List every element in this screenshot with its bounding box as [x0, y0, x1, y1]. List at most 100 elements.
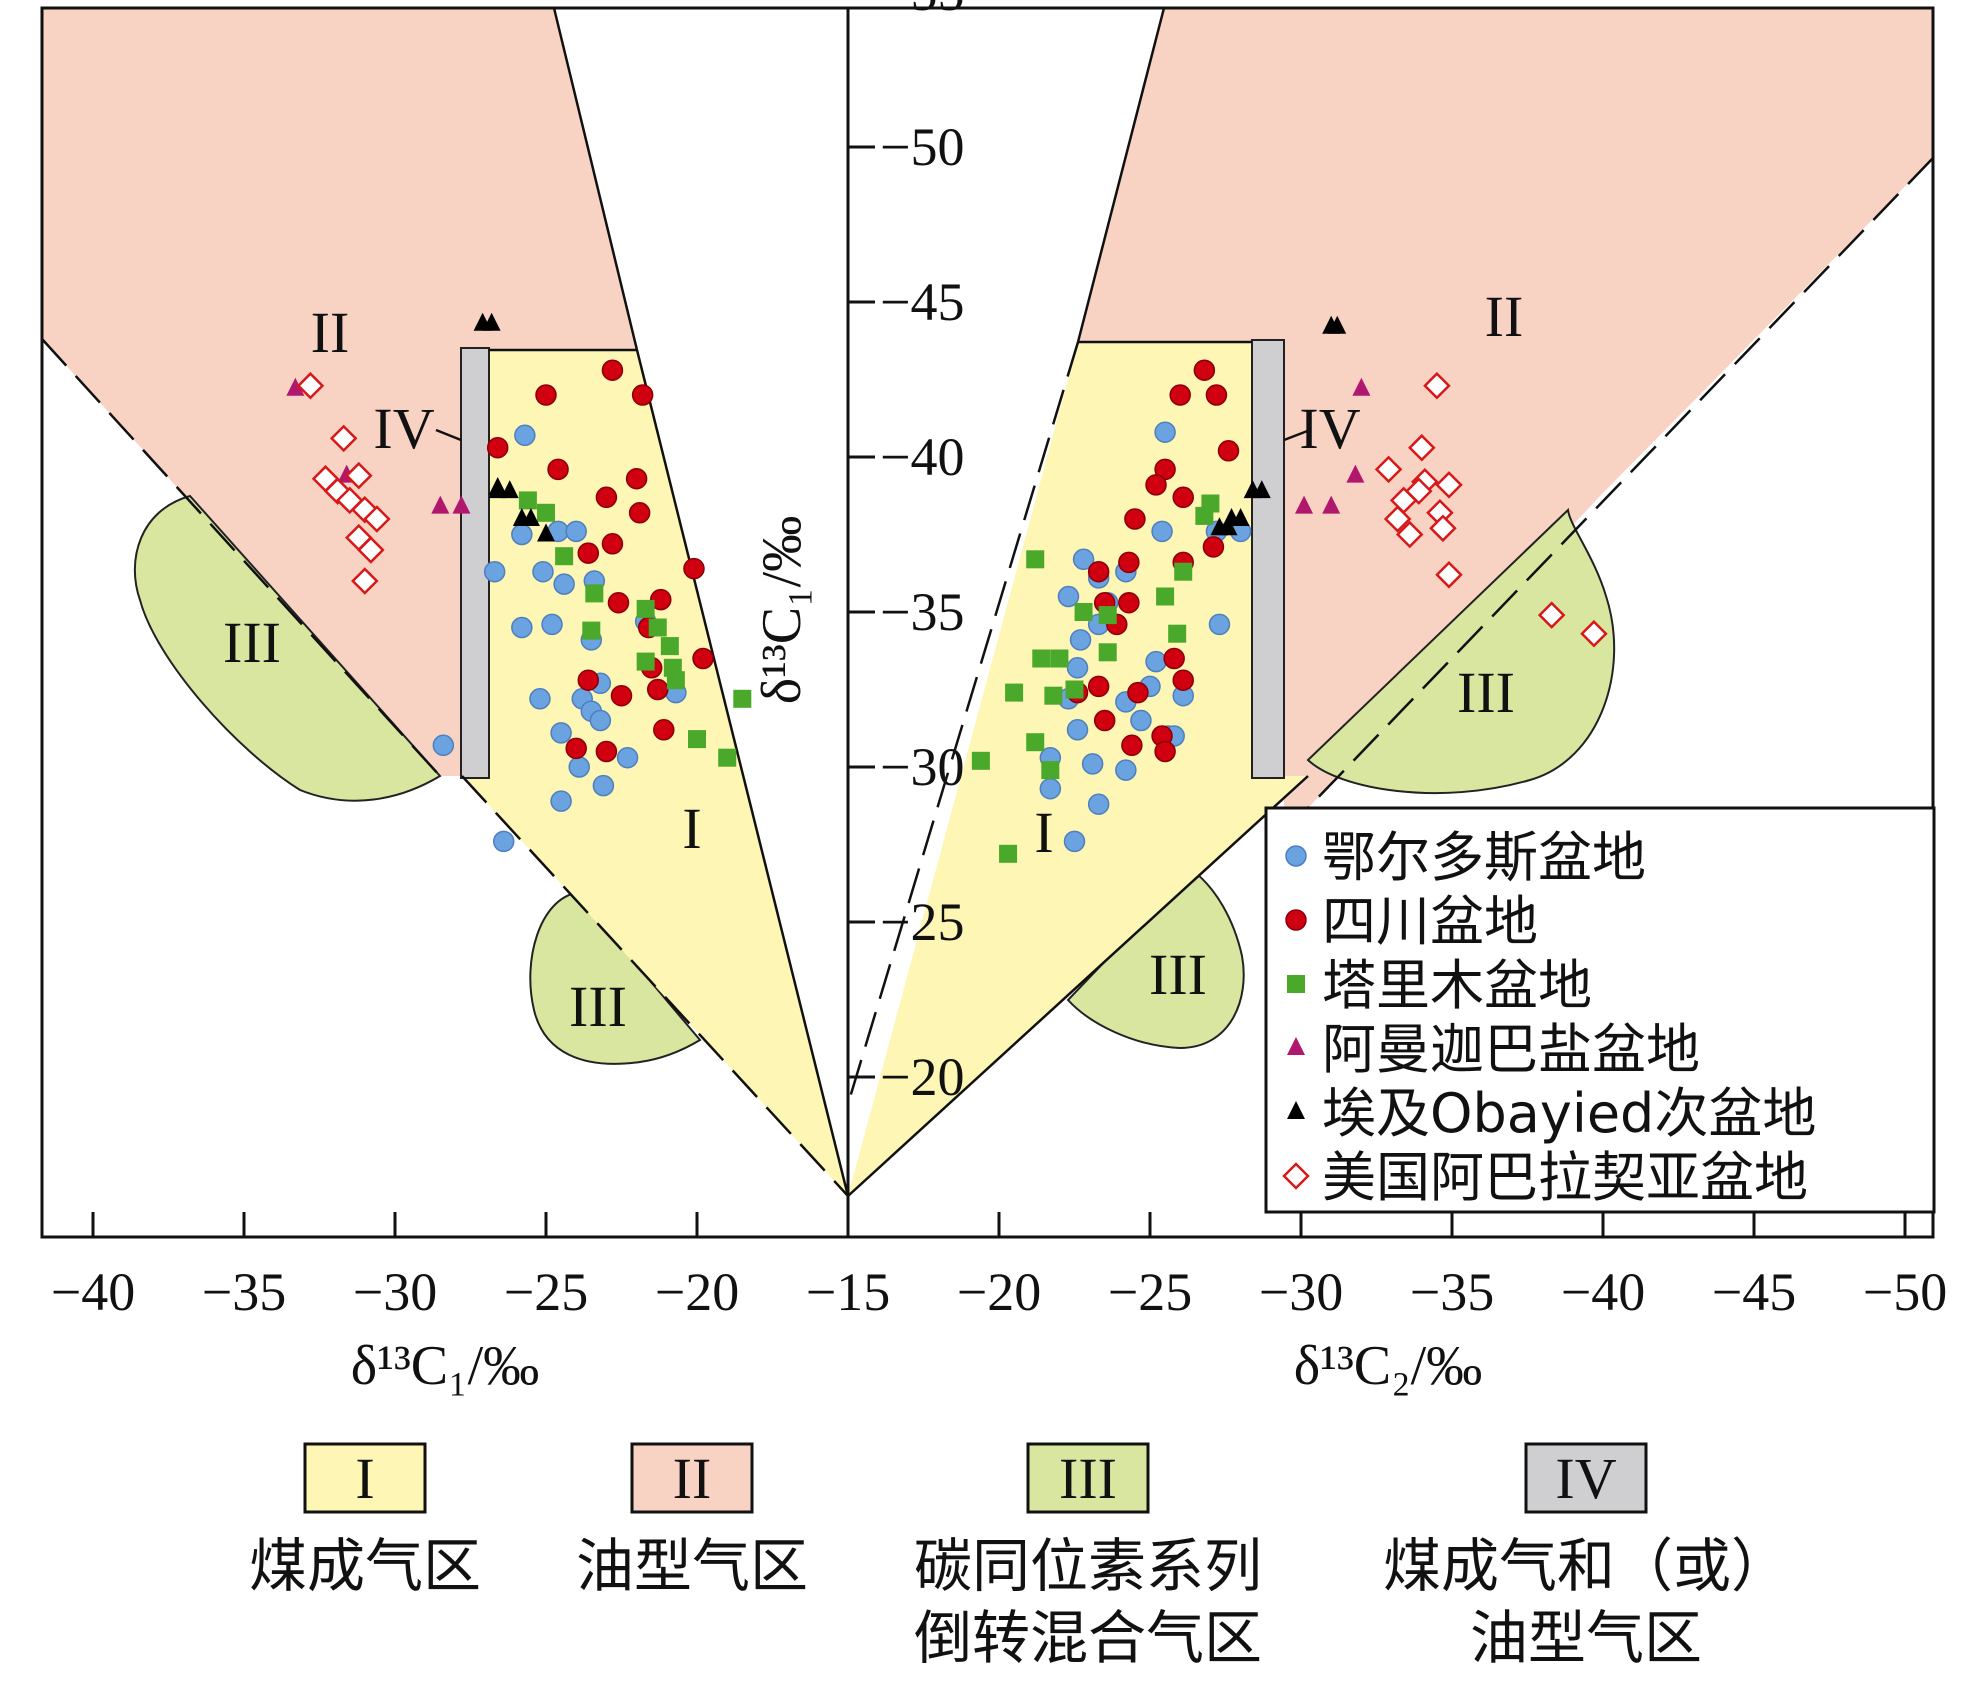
zone-iv-left-leader: [435, 428, 462, 442]
zone-legend-swatch: [1524, 1442, 1648, 1514]
data-point-left: [431, 495, 450, 514]
zone-ii-right-diagonal: [1307, 157, 1934, 809]
zone-iii-right-lower-area: [1066, 868, 1245, 1050]
data-point-left: [452, 495, 471, 514]
data-point-left: [601, 533, 624, 555]
data-point-left: [486, 436, 509, 459]
x-tick-label-left: −40: [51, 1262, 135, 1322]
data-point-left: [577, 669, 600, 691]
x-tick-label-right: −50: [1863, 1262, 1947, 1322]
data-point-left: [483, 560, 506, 583]
zone-legend-swatch-label: II: [673, 1446, 712, 1511]
data-point-right: [1066, 657, 1089, 679]
data-point-right: [1145, 650, 1167, 673]
zone-i-left-area: [462, 350, 848, 1196]
zone-legend-swatch-label: I: [355, 1446, 374, 1511]
data-point-right: [1580, 619, 1608, 648]
zone-legend-swatch: [630, 1442, 754, 1514]
data-point-right: [1346, 464, 1365, 483]
data-points-layer: [286, 312, 1608, 863]
legend-marker: [1285, 845, 1307, 867]
data-point-right: [1202, 536, 1225, 558]
data-point-left: [329, 424, 358, 453]
y-tick-label: −40: [880, 427, 964, 487]
zone-ii-left-edge: [552, 7, 639, 351]
data-point-left: [666, 671, 685, 690]
legend-item-label: 鄂尔多斯盆地: [1322, 826, 1646, 889]
data-point-right: [1063, 830, 1086, 853]
x-tick-label-right: −30: [1259, 1262, 1343, 1322]
zone-label-i-right: I: [1034, 800, 1053, 865]
zone-i-right-area: [848, 342, 1308, 1196]
data-point-left: [550, 722, 572, 744]
y-tick-label: −55: [880, 0, 964, 22]
data-point-left: [335, 486, 364, 515]
data-point-right: [1156, 587, 1175, 606]
x-tick-label-right: −25: [1108, 1262, 1192, 1322]
data-point-right: [1066, 719, 1089, 741]
x-tick-label-right: −40: [1561, 1262, 1645, 1322]
data-point-right: [1026, 550, 1045, 569]
data-point-left: [589, 709, 612, 732]
data-point-right: [1352, 377, 1371, 396]
data-point-right: [1243, 480, 1262, 499]
zone-legend-name: 碳同位素系列: [914, 1532, 1262, 1600]
data-point-left: [529, 688, 551, 710]
data-point-left: [646, 678, 669, 701]
zone-legend-name: 油型气区: [576, 1532, 808, 1600]
data-point-right: [1050, 649, 1069, 668]
x-tick-label-right: −45: [1712, 1262, 1796, 1322]
data-point-right: [1005, 683, 1024, 702]
y-axis-title: δ¹³C₁/‰: [751, 516, 813, 704]
data-point-left: [636, 599, 655, 618]
data-point-left: [363, 505, 391, 533]
left-x-axis-title: δ¹³C₁/‰: [351, 1335, 539, 1397]
y-tick-label: −35: [880, 582, 964, 642]
data-point-left: [653, 719, 675, 741]
data-point-right: [1039, 777, 1062, 800]
data-point-right: [1151, 520, 1173, 543]
x-tick-label-left: −30: [353, 1262, 437, 1322]
legend-marker: [1287, 1101, 1305, 1119]
legend-marker: [1287, 1037, 1305, 1055]
data-point-right: [1081, 753, 1104, 775]
data-point-right: [1168, 624, 1187, 643]
zone-legend-name: 煤成气区: [249, 1532, 481, 1600]
zone-legend-swatch-label: III: [1059, 1446, 1117, 1511]
data-point-left: [537, 523, 555, 542]
zone-label-iii-left-lower: III: [569, 974, 627, 1039]
data-point-left: [344, 461, 373, 490]
data-point-right: [1127, 681, 1149, 704]
data-point-left: [628, 502, 651, 524]
x-tick-label-left: −35: [202, 1262, 286, 1322]
data-point-right: [1065, 680, 1084, 699]
data-point-right: [1154, 421, 1176, 443]
data-point-right: [1193, 359, 1216, 381]
data-point-right: [1069, 629, 1092, 651]
data-point-left: [514, 424, 536, 447]
data-point-right: [1074, 603, 1093, 621]
x-tick-label-right: −20: [957, 1262, 1041, 1322]
data-point-right: [1093, 709, 1116, 732]
legend-item-label: 四川盆地: [1322, 890, 1538, 953]
data-point-left: [625, 467, 648, 490]
data-point-right: [1222, 508, 1241, 526]
data-point-right: [1219, 517, 1238, 536]
data-point-right: [971, 751, 990, 770]
data-point-left: [357, 536, 385, 564]
zone-i-right-inner-edge: [846, 341, 1080, 1105]
data-point-left: [511, 616, 533, 639]
x-tick-label-right: −35: [1410, 1262, 1494, 1322]
data-point-left: [582, 621, 601, 640]
data-point-right: [1169, 384, 1191, 406]
zone-label-iii-right-upper: III: [1457, 660, 1515, 725]
data-point-left: [535, 384, 557, 406]
zone-iii-right-upper-area: [1306, 507, 1616, 795]
data-point-left: [585, 584, 604, 603]
legend: 鄂尔多斯盆地四川盆地塔里木盆地阿曼迦巴盐盆地埃及Obayied次盆地美国阿巴拉契…: [1264, 806, 1936, 1214]
zone-legend-name: 油型气区: [1470, 1604, 1702, 1672]
data-point-right: [1408, 433, 1436, 462]
zone-ii-right-area: [1078, 8, 1933, 808]
data-point-right: [1423, 371, 1451, 400]
